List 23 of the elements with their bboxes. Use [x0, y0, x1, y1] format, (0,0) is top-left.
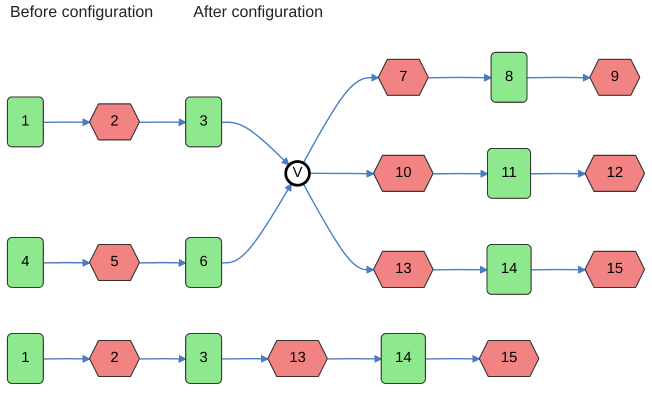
arrow — [426, 354, 480, 362]
arrow — [302, 183, 374, 274]
arrow — [527, 73, 591, 82]
arrow — [44, 354, 90, 362]
arrow — [532, 265, 586, 274]
arrow — [140, 354, 186, 362]
arrow — [434, 169, 488, 178]
arrow — [44, 118, 90, 126]
section-heading: Before configuration — [10, 4, 154, 22]
arrow — [309, 169, 374, 178]
arrow — [531, 169, 586, 178]
arrow — [140, 118, 186, 126]
arrow — [328, 354, 382, 363]
arrow — [222, 354, 269, 362]
arrow — [222, 182, 292, 264]
arrow — [44, 258, 90, 266]
arrow — [428, 73, 492, 82]
arrow — [434, 265, 488, 274]
section-heading: After configuration — [193, 4, 324, 22]
arrow — [222, 121, 290, 166]
arrow — [140, 258, 186, 266]
node-circle: V — [284, 160, 311, 186]
arrow — [302, 73, 380, 163]
